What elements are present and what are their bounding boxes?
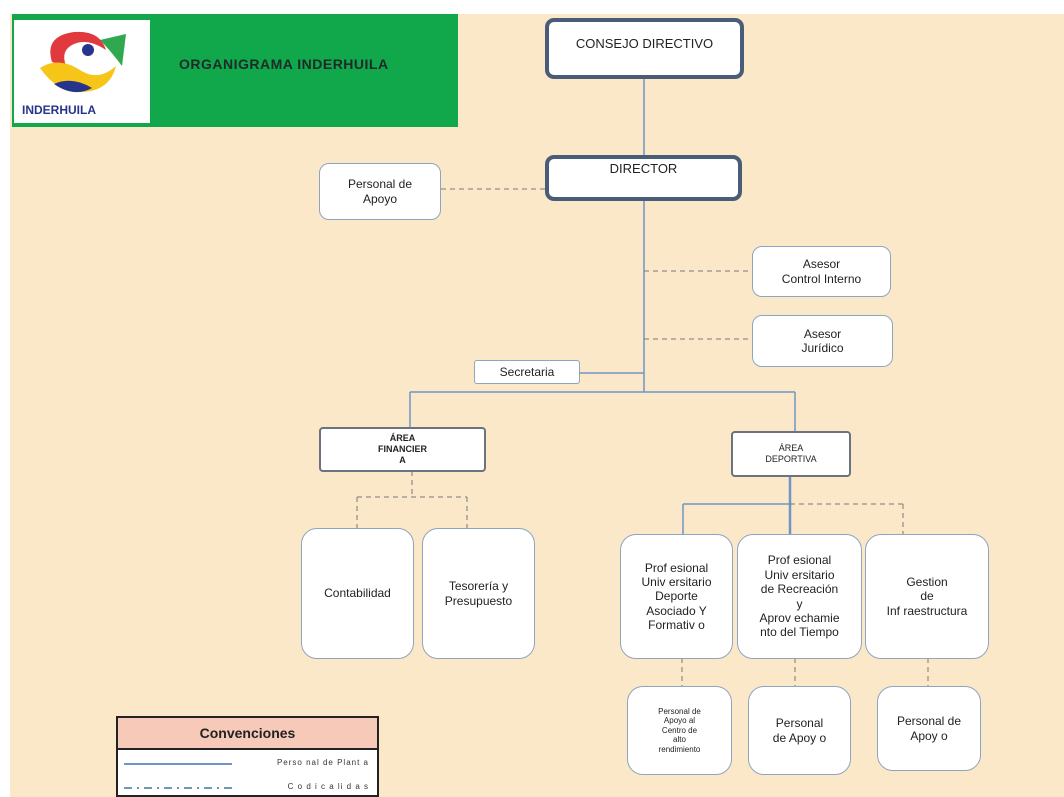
node-contabilidad: Contabilidad (301, 528, 414, 659)
frame-left (0, 0, 10, 797)
node-area-deportiva: ÁREA DEPORTIVA (731, 431, 851, 477)
dashed-line-icon (124, 787, 232, 789)
node-tesoreria-presupuesto: Tesorería y Presupuesto (422, 528, 535, 659)
node-personal-apoyo: Personal de Apoyo (319, 163, 441, 220)
logo-text: INDERHUILA (22, 103, 96, 117)
logo-emblem-icon (40, 31, 126, 93)
node-profesional-recreacion: Prof esional Univ ersitario de Recreació… (737, 534, 862, 659)
legend-row-solid: Perso nal de Plant a (118, 754, 377, 776)
node-gestion-infraestructura: Gestion de Inf raestructura (865, 534, 989, 659)
legend-row-dashed: C o d i c a li d a s (118, 778, 377, 795)
frame-top (0, 0, 1064, 14)
legend-label-personal-planta: Perso nal de Plant a (276, 758, 369, 767)
node-profesional-deporte: Prof esional Univ ersitario Deporte Asoc… (620, 534, 733, 659)
node-personal-apoyo-recreacion: Personal de Apoy o (748, 686, 851, 775)
legend: Convenciones Perso nal de Plant a C o d … (116, 716, 379, 797)
logo: INDERHUILA (14, 20, 150, 123)
node-personal-centro-alto-rendimiento: Personal de Apoyo al Centro de alto rend… (627, 686, 732, 775)
legend-label-cod: C o d i c a li d a s (287, 782, 369, 791)
node-asesor-control-interno: Asesor Control Interno (752, 246, 891, 297)
node-asesor-juridico: Asesor Jurídico (752, 315, 893, 367)
node-director: DIRECTOR (545, 155, 742, 201)
chart-title: ORGANIGRAMA INDERHUILA (179, 56, 389, 72)
legend-title: Convenciones (118, 718, 377, 750)
node-consejo-directivo: CONSEJO DIRECTIVO (545, 18, 744, 79)
node-personal-apoyo-infraestructura: Personal de Apoy o (877, 686, 981, 771)
node-secretaria: Secretaria (474, 360, 580, 384)
solid-line-icon (124, 763, 232, 765)
node-area-financiera: ÁREA FINANCIER A (319, 427, 486, 472)
